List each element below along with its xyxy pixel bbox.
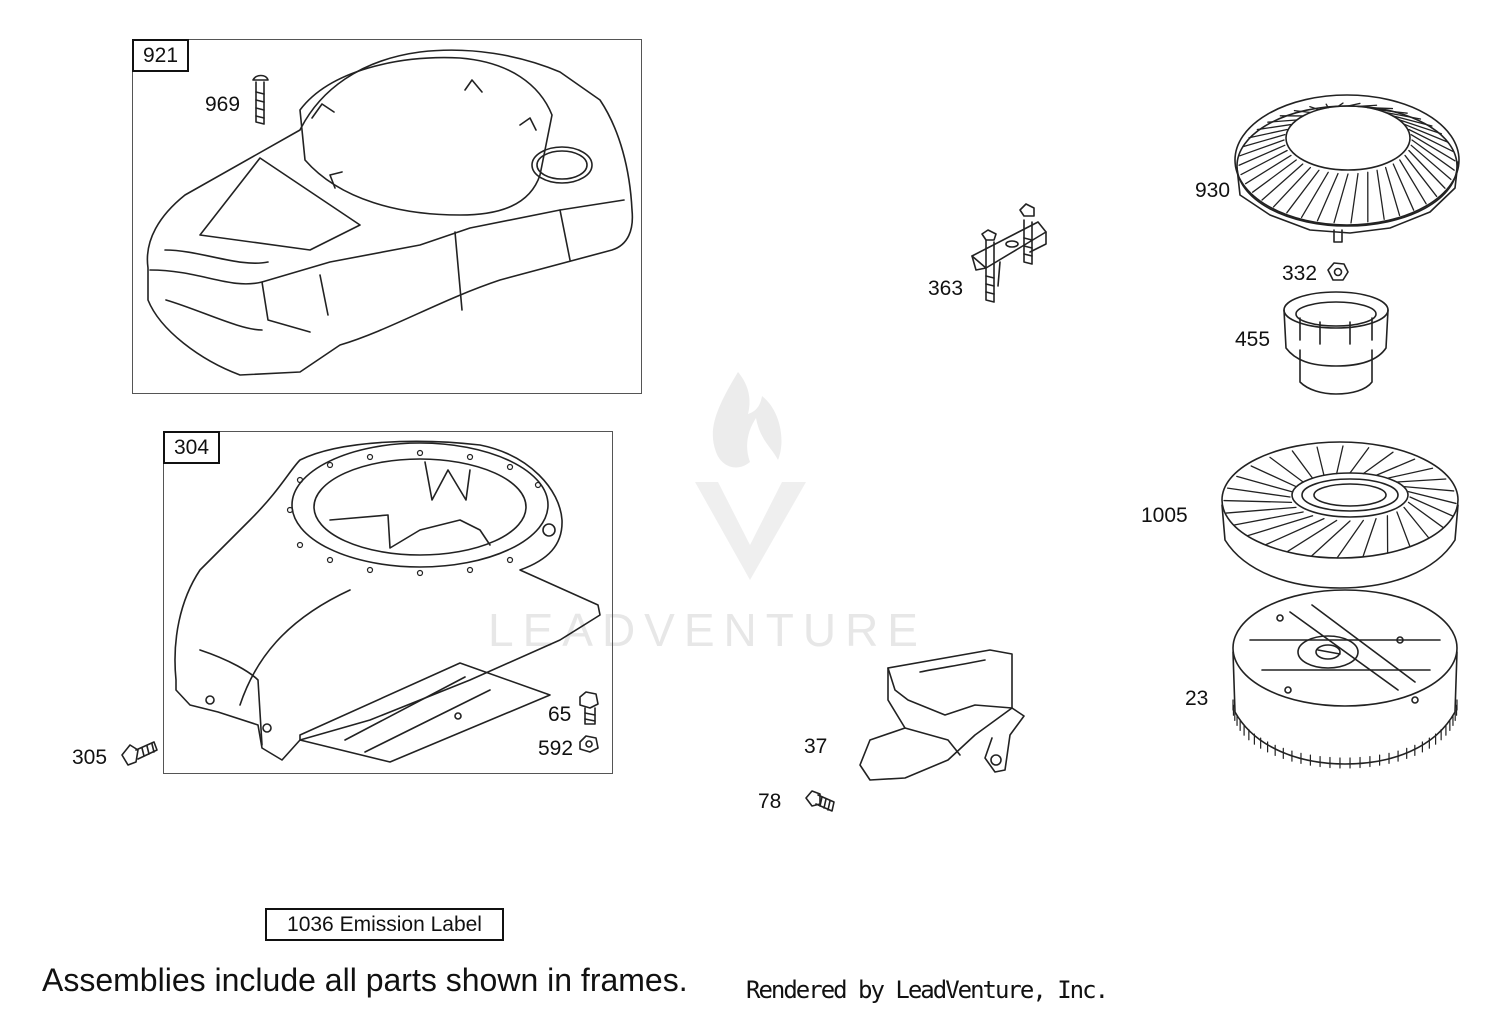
frame-tag-921: 921 [132,39,190,73]
render-credit: Rendered by LeadVenture, Inc. [746,976,1109,1004]
screw-969 [252,74,269,125]
assembly-frame-921 [132,39,642,394]
callout-592: 592 [538,737,574,760]
rotating-screen-930 [1234,94,1460,243]
air-guide-37 [859,649,1025,781]
bolt-305 [121,741,158,766]
blower-housing-shroud-921 [146,49,634,376]
assemblies-footnote: Assemblies include all parts shown in fr… [42,962,688,998]
blower-housing-304 [174,440,601,763]
starter-cup-455 [1283,291,1389,395]
fan-1005 [1221,441,1459,589]
flywheel-23 [1232,589,1458,769]
callout-332: 332 [1282,262,1318,285]
callout-23: 23 [1185,687,1209,710]
bolt-65 [579,691,599,725]
callout-78: 78 [758,790,782,813]
assembly-frame-304 [163,431,613,774]
callout-930: 930 [1195,179,1231,202]
callout-455: 455 [1235,328,1271,351]
emission-label-box: 1036 Emission Label [265,908,504,941]
bracket-363 [971,203,1047,303]
callout-969: 969 [205,93,241,116]
callout-363: 363 [928,277,964,300]
callout-1005: 1005 [1141,504,1188,527]
callout-305: 305 [72,746,108,769]
watermark-text: LEADVENTURE [488,604,927,656]
frame-tag-304: 304 [163,431,221,465]
housing-bolt-holes [286,449,542,577]
callout-65: 65 [548,703,572,726]
bolt-78 [805,790,835,812]
callout-37: 37 [804,735,828,758]
nut-332 [1327,262,1349,281]
emission-label-text: 1036 Emission Label [287,912,482,936]
nut-592 [579,735,599,753]
